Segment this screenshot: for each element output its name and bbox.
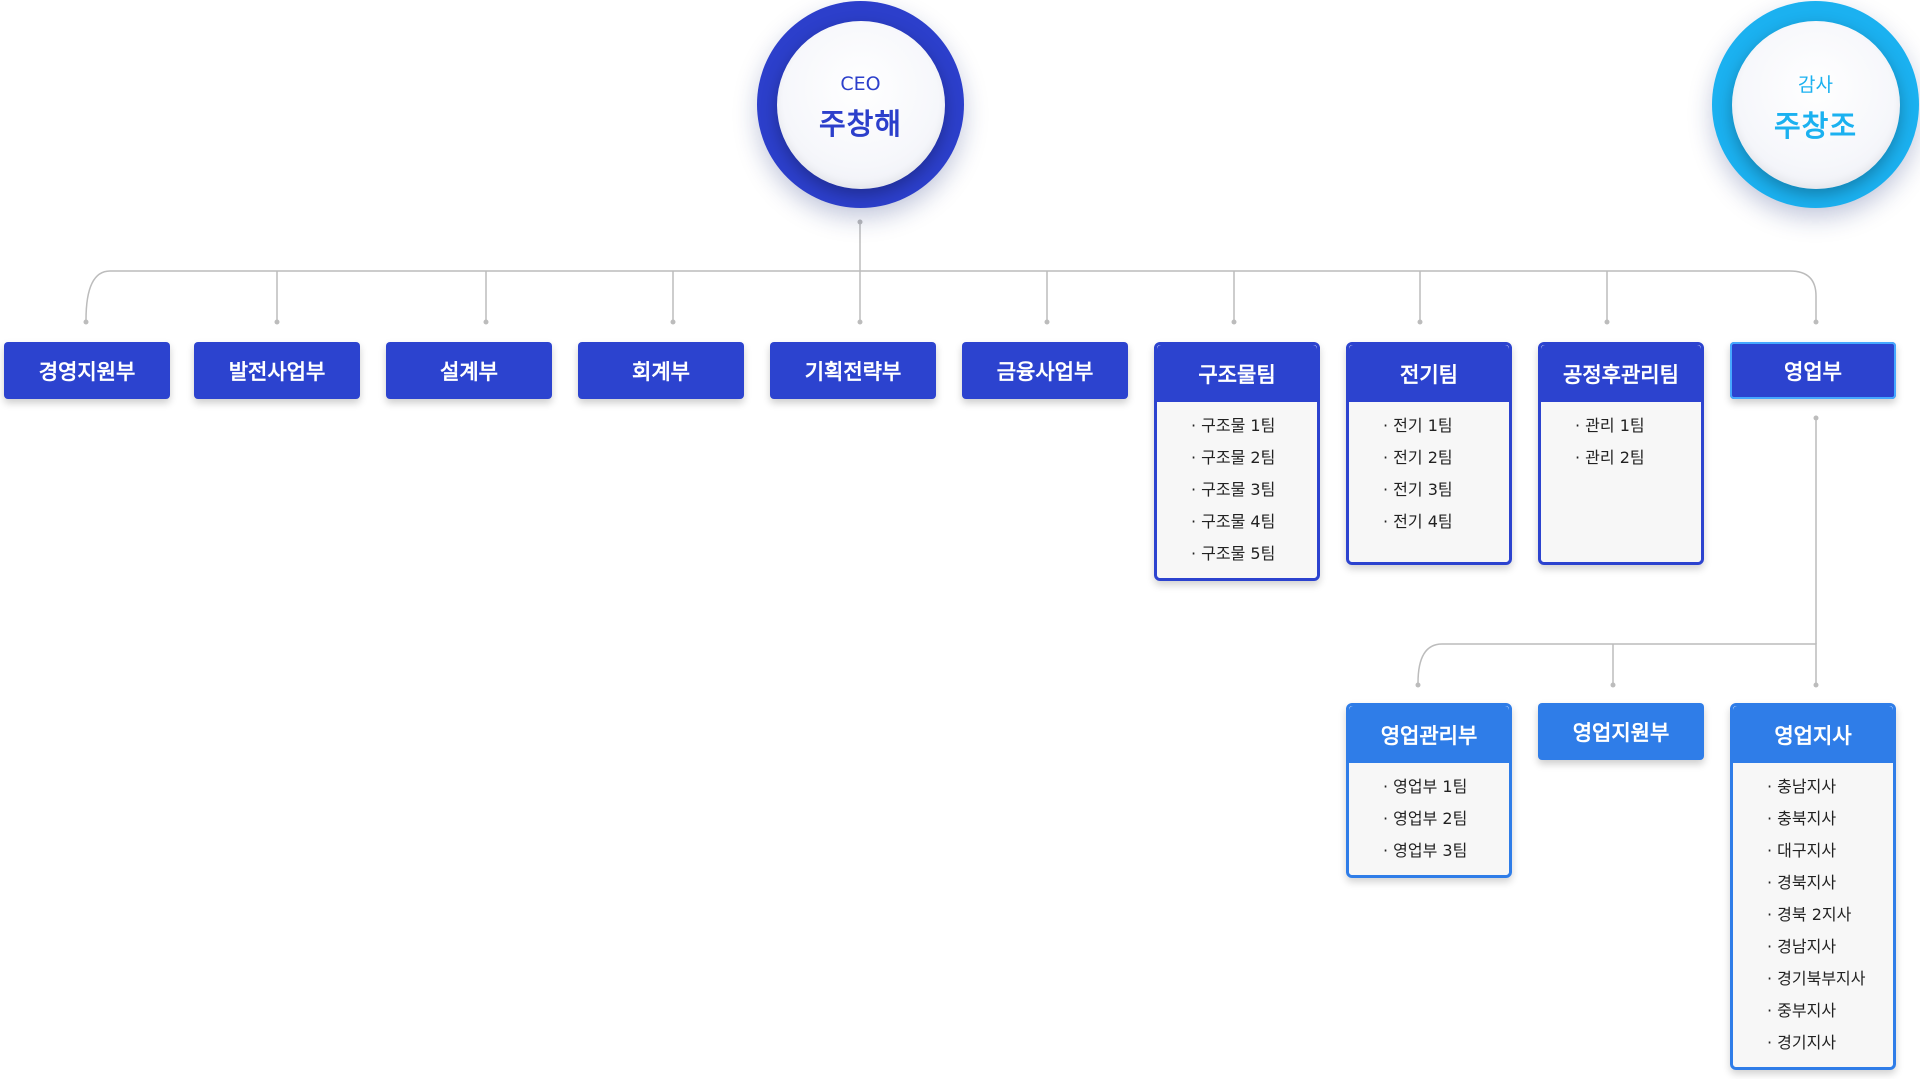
list-item: · 경남지사 xyxy=(1767,937,1837,956)
dept-power-business: 발전사업부 xyxy=(194,342,360,399)
ceo-role: CEO xyxy=(840,72,881,95)
dept-title: 발전사업부 xyxy=(194,342,360,399)
dept-design: 설계부 xyxy=(386,342,552,399)
list-item: · 구조물 4팀 xyxy=(1191,512,1276,531)
auditor-node: 감사 주창조 xyxy=(1712,1,1919,208)
dept-accounting: 회계부 xyxy=(578,342,744,399)
list-item: · 관리 1팀 xyxy=(1575,416,1645,435)
list-item: · 전기 2팀 xyxy=(1383,448,1453,467)
list-item: · 구조물 2팀 xyxy=(1191,448,1276,467)
dept-title: 금융사업부 xyxy=(962,342,1128,399)
dept-title: 구조물팀 xyxy=(1157,345,1317,402)
team-list: · 전기 1팀 · 전기 2팀 · 전기 3팀 · 전기 4팀 xyxy=(1349,402,1509,562)
dept-electric-team: 전기팀 · 전기 1팀 · 전기 2팀 · 전기 3팀 · 전기 4팀 xyxy=(1346,342,1512,565)
list-item: · 관리 2팀 xyxy=(1575,448,1645,467)
list-item: · 경북지사 xyxy=(1767,873,1837,892)
dept-title: 영업부 xyxy=(1730,342,1896,399)
list-item: · 충북지사 xyxy=(1767,809,1837,828)
ceo-inner: CEO 주창해 xyxy=(776,20,945,189)
dept-title: 공정후관리팀 xyxy=(1541,345,1701,402)
ceo-node: CEO 주창해 xyxy=(757,1,964,208)
branch-list: · 충남지사 · 충북지사 · 대구지사 · 경북지사 · 경북 2지사 · 경… xyxy=(1733,763,1893,1067)
team-list: · 구조물 1팀 · 구조물 2팀 · 구조물 3팀 · 구조물 4팀 · 구조… xyxy=(1157,402,1317,578)
list-item: · 구조물 1팀 xyxy=(1191,416,1276,435)
list-item: · 경북 2지사 xyxy=(1767,905,1852,924)
dept-title: 회계부 xyxy=(578,342,744,399)
dept-sales-support: 영업지원부 xyxy=(1538,703,1704,760)
list-item: · 전기 4팀 xyxy=(1383,512,1453,531)
auditor-inner: 감사 주창조 xyxy=(1731,20,1900,189)
dept-title: 기획전략부 xyxy=(770,342,936,399)
list-item: · 대구지사 xyxy=(1767,841,1837,860)
ceo-name: 주창해 xyxy=(818,106,903,141)
list-item: · 영업부 1팀 xyxy=(1383,777,1468,796)
list-item: · 경기북부지사 xyxy=(1767,969,1866,988)
dept-sales-management: 영업관리부 · 영업부 1팀 · 영업부 2팀 · 영업부 3팀 xyxy=(1346,703,1512,878)
auditor-role: 감사 xyxy=(1798,74,1833,96)
dept-title: 영업지원부 xyxy=(1538,703,1704,760)
dept-sales: 영업부 xyxy=(1730,342,1896,399)
dept-structure-team: 구조물팀 · 구조물 1팀 · 구조물 2팀 · 구조물 3팀 · 구조물 4팀… xyxy=(1154,342,1320,581)
dept-title: 경영지원부 xyxy=(4,342,170,399)
list-item: · 전기 1팀 xyxy=(1383,416,1453,435)
team-list: · 관리 1팀 · 관리 2팀 xyxy=(1541,402,1701,562)
dept-title: 전기팀 xyxy=(1349,345,1509,402)
list-item: · 구조물 3팀 xyxy=(1191,480,1276,499)
dept-finance-business: 금융사업부 xyxy=(962,342,1128,399)
dept-sales-branches: 영업지사 · 충남지사 · 충북지사 · 대구지사 · 경북지사 · 경북 2지… xyxy=(1730,703,1896,1070)
dept-title: 영업지사 xyxy=(1733,706,1893,763)
dept-title: 영업관리부 xyxy=(1349,706,1509,763)
list-item: · 전기 3팀 xyxy=(1383,480,1453,499)
list-item: · 구조물 5팀 xyxy=(1191,544,1276,563)
team-list: · 영업부 1팀 · 영업부 2팀 · 영업부 3팀 xyxy=(1349,763,1509,875)
auditor-name: 주창조 xyxy=(1773,109,1858,143)
dept-management-support: 경영지원부 xyxy=(4,342,170,399)
dept-title: 설계부 xyxy=(386,342,552,399)
dept-strategy-planning: 기획전략부 xyxy=(770,342,936,399)
list-item: · 중부지사 xyxy=(1767,1001,1837,1020)
dept-post-process-team: 공정후관리팀 · 관리 1팀 · 관리 2팀 xyxy=(1538,342,1704,565)
list-item: · 영업부 3팀 xyxy=(1383,841,1468,860)
list-item: · 경기지사 xyxy=(1767,1033,1837,1052)
list-item: · 영업부 2팀 xyxy=(1383,809,1468,828)
list-item: · 충남지사 xyxy=(1767,777,1837,796)
